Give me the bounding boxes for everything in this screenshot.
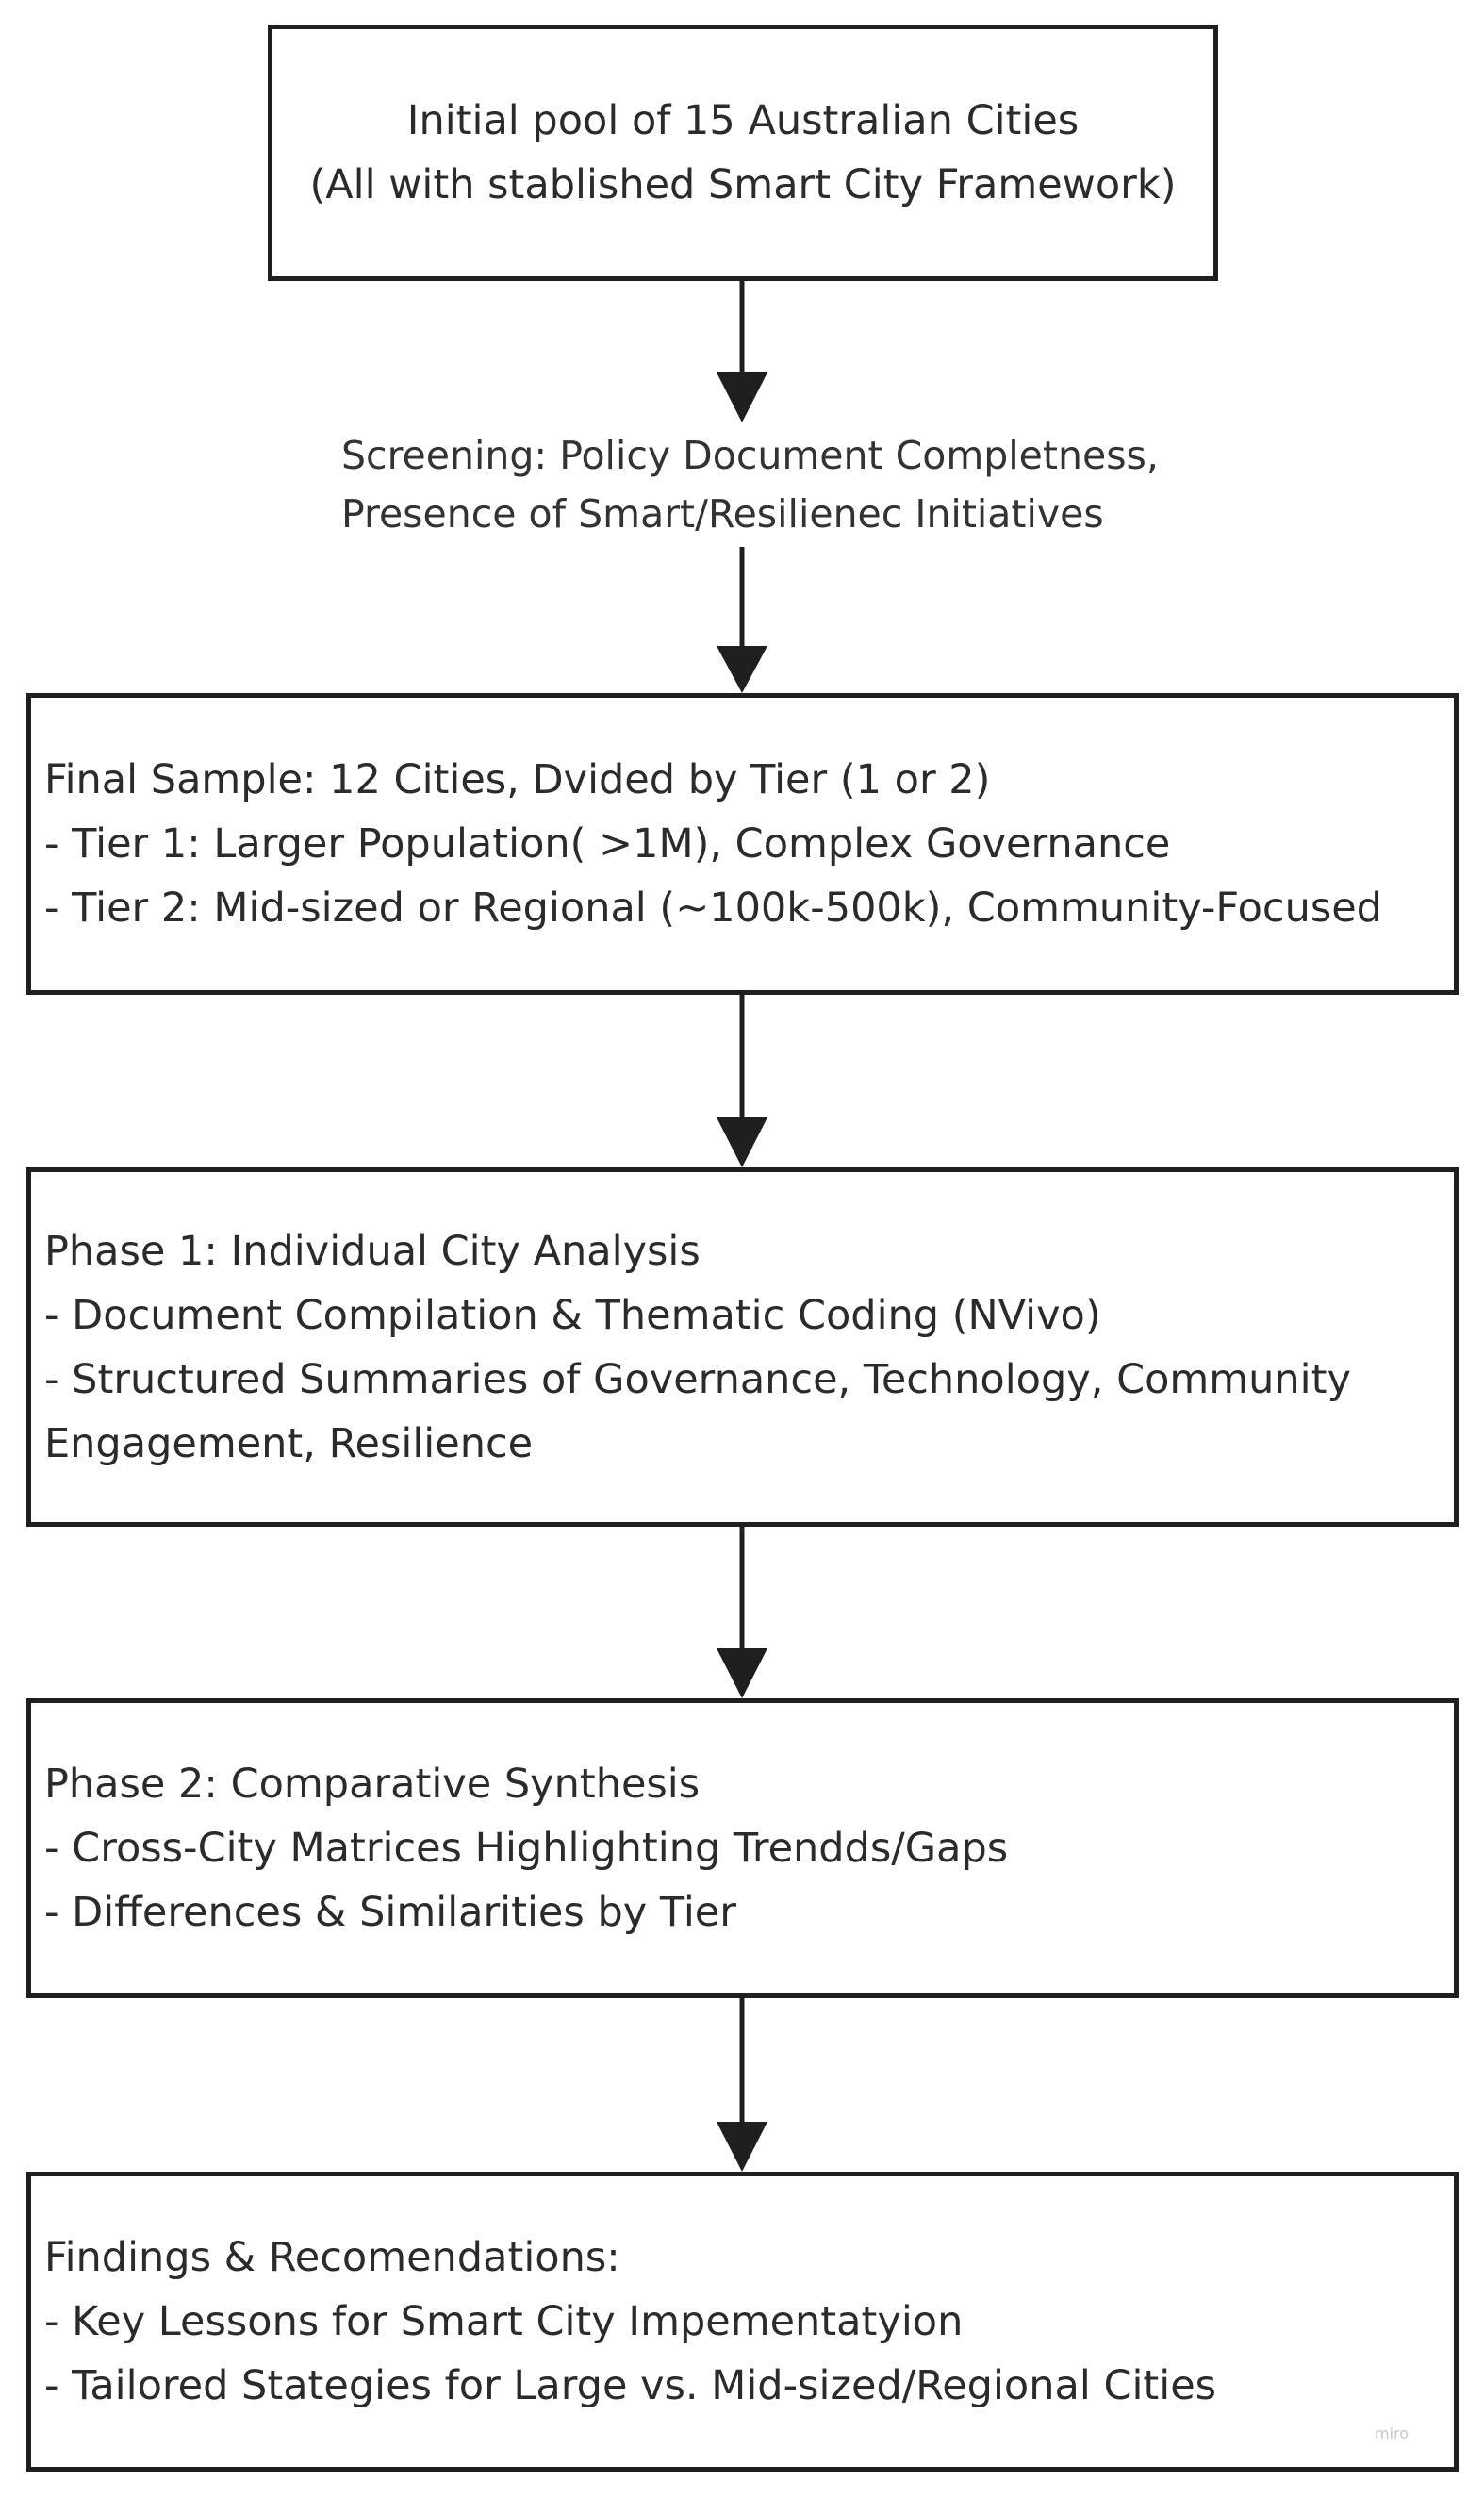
final-sample-line-2: - Tier 1: Larger Population( >1M), Compl… <box>44 820 1171 868</box>
miro-watermark: miro <box>1375 2424 1410 2442</box>
findings-line-1: Findings & Recomendations: <box>44 2234 620 2281</box>
phase2-line-1: Phase 2: Comparative Synthesis <box>44 1761 701 1808</box>
phase2-box: Phase 2: Comparative Synthesis - Cross-C… <box>26 1698 1459 1998</box>
final-sample-line-3: - Tier 2: Mid-sized or Regional (~100k-5… <box>44 885 1382 932</box>
findings-line-2: - Key Lessons for Smart City Impementaty… <box>44 2298 964 2345</box>
phase1-box: Phase 1: Individual City Analysis - Docu… <box>26 1167 1459 1527</box>
screening-line-2: Presence of Smart/Resilienec Initiatives <box>341 491 1104 537</box>
phase2-line-3: - Differences & Similarities by Tier <box>44 1889 736 1936</box>
phase1-line-1: Phase 1: Individual City Analysis <box>44 1227 701 1275</box>
initial-pool-line-2: (All with stablished Smart City Framewor… <box>309 161 1177 208</box>
final-sample-box: Final Sample: 12 Cities, Dvided by Tier … <box>26 693 1459 995</box>
initial-pool-box: Initial pool of 15 Australian Cities (Al… <box>268 25 1218 281</box>
findings-box: Findings & Recomendations: - Key Lessons… <box>26 2172 1459 2472</box>
phase1-line-2: - Document Compilation & Thematic Coding… <box>44 1291 1101 1339</box>
arrowhead-5 <box>717 2122 767 2172</box>
phase1-line-4: Engagement, Resilience <box>44 1419 534 1467</box>
arrowhead-1 <box>717 372 767 422</box>
screening-line-1: Screening: Policy Document Completness, <box>341 433 1159 478</box>
phase1-line-3: - Structured Summaries of Governance, Te… <box>44 1355 1351 1403</box>
final-sample-line-1: Final Sample: 12 Cities, Dvided by Tier … <box>44 756 991 803</box>
arrowhead-4 <box>717 1648 767 1698</box>
arrowhead-2 <box>717 646 767 693</box>
findings-line-3: - Tailored Stategies for Large vs. Mid-s… <box>44 2362 1217 2409</box>
initial-pool-line-1: Initial pool of 15 Australian Cities <box>406 97 1080 144</box>
screening-caption: Screening: Policy Document Completness, … <box>341 426 1159 543</box>
phase2-line-2: - Cross-City Matrices Highlighting Trend… <box>44 1825 1009 1872</box>
arrowhead-3 <box>717 1117 767 1167</box>
